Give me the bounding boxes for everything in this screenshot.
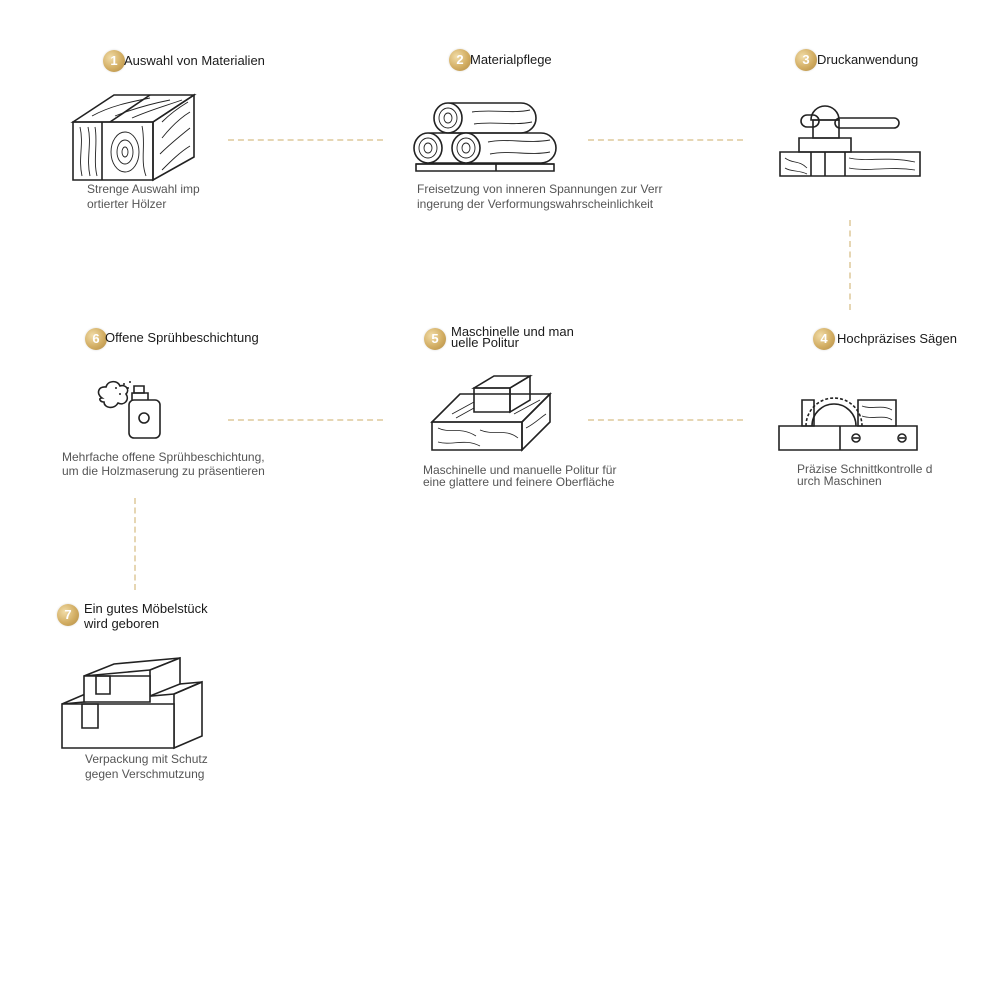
step-title: Materialpflege [470, 52, 552, 67]
step-title: Ein gutes Möbelstück wird geboren [84, 601, 208, 631]
step-number-badge: 3 [795, 49, 817, 71]
connector-4-5 [588, 419, 743, 421]
spray-can-icon [96, 378, 168, 440]
connector-5-6 [228, 419, 383, 421]
press-clamp-icon [777, 98, 923, 180]
step-number-badge: 2 [449, 49, 471, 71]
step-description: Maschinelle und manuelle Politur für ein… [423, 463, 617, 489]
connector-3-4 [849, 220, 851, 310]
step-description: Strenge Auswahl imp ortierter Hölzer [87, 182, 200, 211]
log-stack-icon [412, 100, 558, 174]
step-title: Hochpräzises Sägen [837, 331, 957, 346]
connector-2-3 [588, 139, 743, 141]
step-number-badge: 6 [85, 328, 107, 350]
step-title: Maschinelle und man uelle Politur [451, 324, 574, 350]
polishing-block-icon [430, 374, 556, 454]
step-description: Mehrfache offene Sprühbeschichtung, um d… [62, 450, 265, 478]
step-title: Offene Sprühbeschichtung [105, 330, 259, 345]
step-number-badge: 7 [57, 604, 79, 626]
step-description: Freisetzung von inneren Spannungen zur V… [417, 182, 663, 211]
step-description: Verpackung mit Schutz gegen Verschmutzun… [85, 752, 208, 781]
connector-1-2 [228, 139, 383, 141]
step-title: Druckanwendung [817, 52, 919, 67]
step-number-badge: 5 [424, 328, 446, 350]
connector-6-7 [134, 498, 136, 590]
saw-machine-icon [776, 382, 920, 452]
step-title: Auswahl von Materialien [124, 53, 265, 68]
step-description: Präzise Schnittkontrolle d urch Maschine… [797, 462, 933, 488]
lumber-block-icon [70, 92, 198, 184]
step-number-badge: 1 [103, 50, 125, 72]
step-number-badge: 4 [813, 328, 835, 350]
package-boxes-icon [60, 654, 206, 752]
